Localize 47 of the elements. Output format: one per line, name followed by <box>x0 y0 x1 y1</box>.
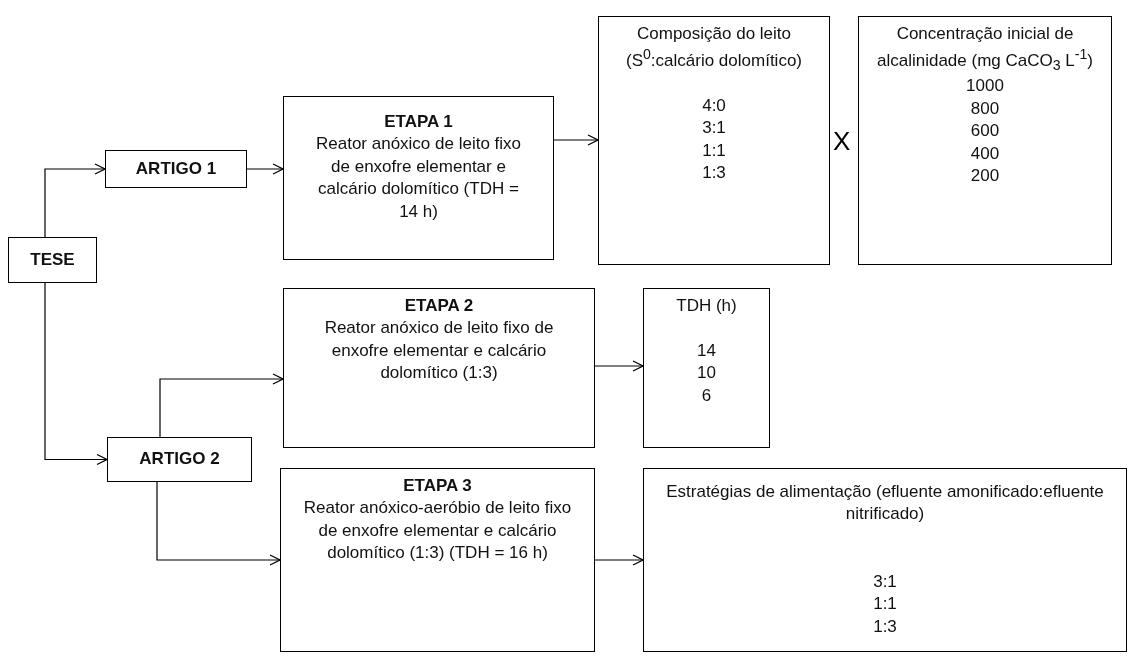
stage-description: Reator anóxico-aeróbio de leito fixo de enxofre elementar e calcário dolomítico (1:3) (TDH = 16 h) <box>303 497 572 565</box>
arrow <box>44 282 108 466</box>
value-text: 200 <box>970 164 1000 187</box>
arrow <box>594 554 644 566</box>
box-heading: Composição do leito (S$^{0}$:calcário dolomítico) <box>624 23 803 73</box>
article-box <box>107 437 252 482</box>
stage-title: ETAPA 2 <box>404 295 474 317</box>
value-text: 1000 <box>966 75 1004 98</box>
stage-title: ETAPA 1 <box>384 111 453 133</box>
operator-symbol: X <box>833 126 851 157</box>
arrow <box>44 163 106 238</box>
value-text: 600 <box>970 120 1000 143</box>
stage-box <box>280 468 595 652</box>
stage-box <box>283 96 554 260</box>
arrow <box>156 481 281 566</box>
article-box <box>105 150 247 188</box>
parameter-box <box>858 16 1112 265</box>
arrow <box>159 373 284 438</box>
value-text: 10 <box>697 362 716 385</box>
arrow <box>594 360 644 372</box>
value-text: 400 <box>970 142 1000 165</box>
box-label: ARTIGO 2 <box>139 448 220 471</box>
value-text: 800 <box>970 97 1000 120</box>
value-text: 1:3 <box>873 615 897 638</box>
value-text: 1:1 <box>702 139 726 162</box>
box-heading: Concentração inicial de alcalinidade (mg CaCO$_{3}$ L$^{-1}$) <box>875 23 1095 76</box>
box-label: ARTIGO 1 <box>135 157 217 180</box>
value-text: 3:1 <box>702 117 726 140</box>
value-text: 1:3 <box>702 162 726 185</box>
box-label: TESE <box>30 248 75 271</box>
stage-description: Reator anóxico de leito fixo de enxofre elementar e calcário dolomítico (1:3) <box>323 317 555 385</box>
arrow <box>553 134 599 146</box>
box-heading: Estratégias de alimentação (efluente amonificado:efluente nitrificado) <box>665 481 1105 526</box>
root-box <box>8 237 97 283</box>
parameter-box <box>643 468 1127 652</box>
value-text: 14 <box>697 339 716 362</box>
value-text: 6 <box>701 384 712 407</box>
stage-box <box>283 288 595 448</box>
arrow <box>246 163 284 175</box>
value-text: 4:0 <box>702 94 726 117</box>
parameter-box <box>598 16 830 265</box>
box-heading: TDH (h) <box>676 295 737 317</box>
value-text: 3:1 <box>873 570 897 593</box>
parameter-box <box>643 288 770 448</box>
value-text: 1:1 <box>873 593 897 616</box>
stage-description: Reator anóxico de leito fixo de enxofre elementar e calcário dolomítico (TDH = 14 h) <box>314 133 523 223</box>
stage-title: ETAPA 3 <box>403 475 472 497</box>
